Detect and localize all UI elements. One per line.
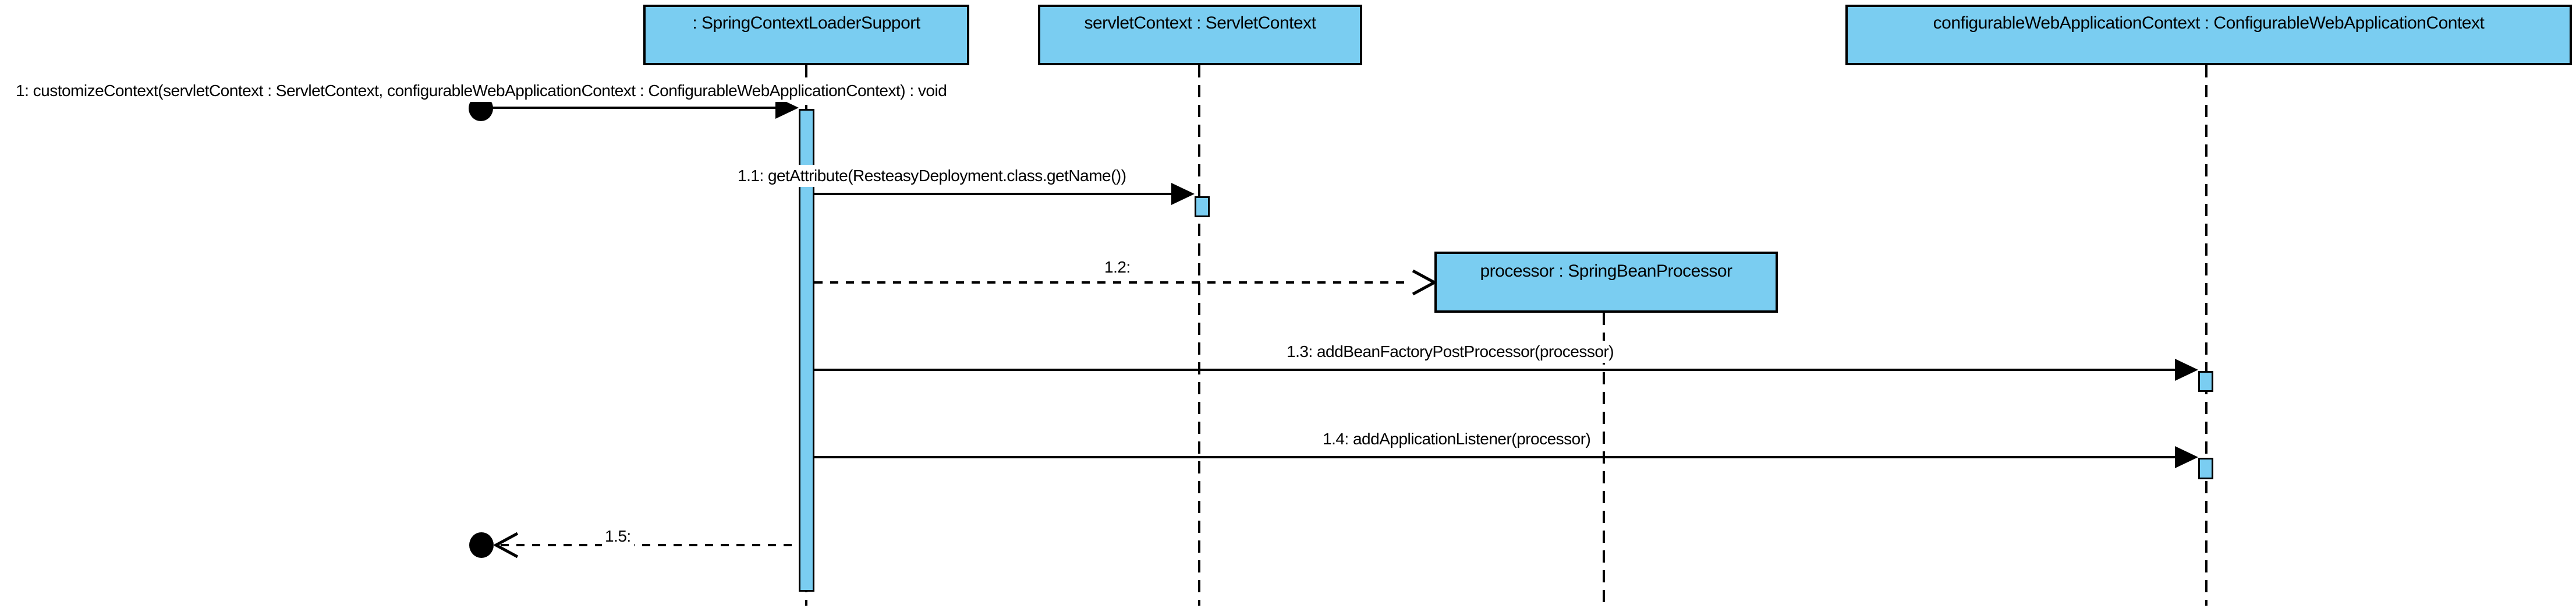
message-1-1-arrowhead-icon (1171, 183, 1195, 205)
message-1-1-line (814, 193, 1174, 195)
message-1-1-label: 1.1: getAttribute(ResteasyDeployment.cla… (735, 165, 1129, 188)
message-1-2-open-arrowhead-icon (1412, 269, 1436, 296)
message-1-3-label: 1.3: addBeanFactoryPostProcessor(process… (1284, 341, 1617, 363)
message-1-4-label: 1.4: addApplicationListener(processor) (1320, 428, 1594, 451)
participant-box-spring-context-loader-support: : SpringContextLoaderSupport (643, 5, 969, 65)
participant-box-processor-created: processor : SpringBeanProcessor (1434, 252, 1778, 313)
message-1-5-line (501, 544, 799, 546)
lifeline-configurable-web-application-context (2205, 65, 2208, 606)
activation-bar-configurable-web-application-context-1 (2198, 371, 2213, 392)
message-1-label: 1: customizeContext(servletContext : Ser… (13, 80, 950, 102)
activation-bar-servlet-context (1195, 196, 1210, 217)
lifeline-processor (1603, 313, 1605, 606)
message-1-5-open-arrowhead-icon (494, 532, 519, 558)
message-1-2-label: 1.2: (1101, 256, 1133, 279)
return-endpoint-circle (469, 532, 494, 558)
message-1-4-line (814, 456, 2177, 458)
message-1-5-label: 1.5: (602, 525, 634, 548)
activation-bar-configurable-web-application-context-2 (2198, 458, 2213, 479)
participant-box-servlet-context: servletContext : ServletContext (1038, 5, 1362, 65)
message-1-2-line (814, 281, 1411, 284)
lifeline-servlet-context (1198, 65, 1200, 606)
message-1-3-arrowhead-icon (2175, 359, 2198, 381)
participant-box-configurable-web-application-context: configurableWebApplicationContext : Conf… (1845, 5, 2572, 65)
message-1-3-line (814, 369, 2177, 371)
activation-bar-spring-context-loader-support (799, 109, 814, 592)
message-1-line (492, 107, 779, 109)
message-1-4-arrowhead-icon (2175, 446, 2198, 468)
